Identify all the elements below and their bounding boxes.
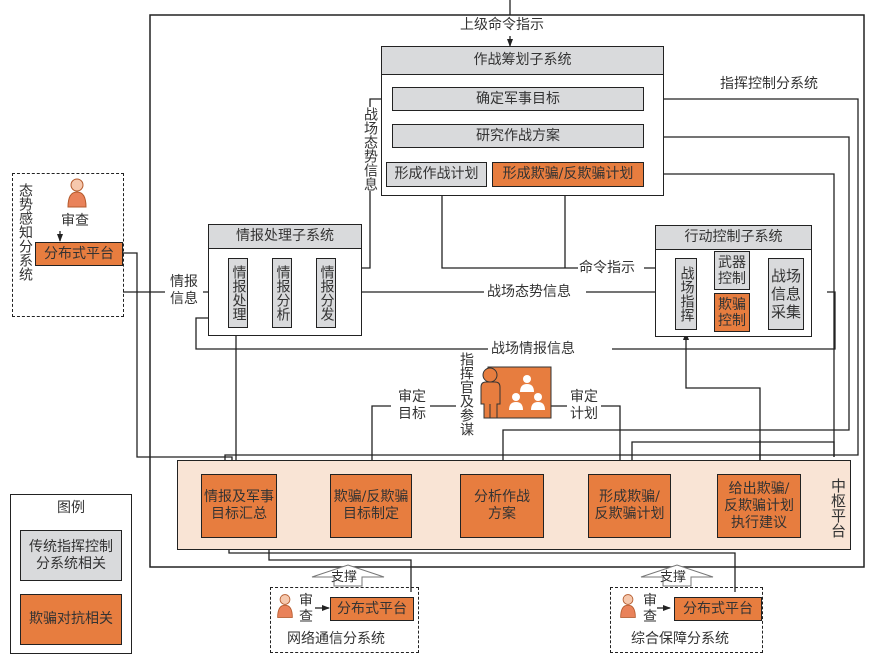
intel-info-label: 情报信息	[167, 274, 201, 308]
legend-item-line: 传统指挥控制	[29, 538, 113, 555]
situational-platform[interactable]: 分布式平台	[35, 242, 123, 266]
reviewer-person-icon	[66, 178, 88, 212]
support-arrow-1	[311, 564, 385, 587]
intel-analysis[interactable]: 情报分析	[272, 258, 292, 328]
top-input-label: 上级命令指示	[460, 17, 544, 34]
network-review-label: 审查	[299, 593, 313, 625]
battlefield-info-collection[interactable]: 战场信息采集	[768, 258, 804, 330]
commander-staff-icon	[478, 366, 552, 424]
legend-item-deception: 欺骗对抗相关	[20, 594, 122, 645]
hub-step-line: 目标汇总	[211, 506, 267, 522]
command-control-title: 指挥控制分系统	[720, 76, 818, 93]
support-label-1: 支撑	[331, 570, 358, 585]
weapon-control[interactable]: 武器控制	[714, 251, 750, 290]
hub-step-line: 反欺骗计划	[594, 506, 665, 522]
intel-distribution[interactable]: 情报分发	[316, 258, 336, 328]
logistics-platform[interactable]: 分布式平台	[674, 597, 762, 621]
hub-step-analyze-plan[interactable]: 分析作战方案	[460, 474, 544, 538]
planning-subsystem-title: 作战筹划子系统	[381, 46, 664, 75]
intel-subsystem-title: 情报处理子系统	[208, 224, 362, 249]
step-determine-target[interactable]: 确定军事目标	[392, 87, 644, 111]
logistics-subsystem	[610, 587, 763, 653]
battlefield-command[interactable]: 战场指挥	[675, 258, 697, 330]
network-subsystem	[270, 587, 419, 653]
intel-processing[interactable]: 情报处理	[228, 258, 248, 328]
commander-label: 指挥官及参谋	[458, 352, 474, 436]
command-label: 命令指示	[579, 260, 635, 277]
hub-step-line: 方案	[488, 506, 516, 522]
legend-item-traditional: 传统指挥控制分系统相关	[20, 530, 122, 581]
logistics-reviewer-icon	[619, 592, 637, 624]
support-label-2: 支撑	[660, 570, 687, 585]
hub-step-line: 执行建议	[731, 514, 787, 531]
hub-step-line: 分析作战	[474, 489, 530, 505]
battlefield-situation-vertical-label: 战场态势信息	[361, 107, 378, 191]
logistics-title: 综合保障分系统	[631, 631, 729, 647]
hub-step-line: 反欺骗计划	[724, 497, 794, 514]
review-label-situational: 审查	[61, 213, 89, 229]
legend-title: 图例	[57, 500, 85, 516]
hub-step-form-deception-plan[interactable]: 形成欺骗/反欺骗计划	[588, 474, 671, 538]
hub-step-deception-target[interactable]: 欺骗/反欺骗目标制定	[330, 474, 412, 538]
approve-target-label: 审定目标	[395, 389, 429, 423]
hub-step-intel-summary[interactable]: 情报及军事目标汇总	[201, 474, 277, 538]
step-study-plan[interactable]: 研究作战方案	[392, 124, 644, 148]
approve-plan-label: 审定计划	[567, 389, 601, 423]
network-platform[interactable]: 分布式平台	[330, 597, 414, 621]
network-title: 网络通信分系统	[287, 631, 385, 647]
hub-step-execution-advice[interactable]: 给出欺骗/反欺骗计划执行建议	[717, 474, 801, 538]
hub-step-line: 情报及军事	[204, 489, 274, 505]
network-reviewer-icon	[276, 592, 294, 624]
deception-control[interactable]: 欺骗控制	[714, 293, 750, 332]
step-form-deception-plan[interactable]: 形成欺骗/反欺骗计划	[492, 162, 644, 187]
step-form-operation-plan[interactable]: 形成作战计划	[386, 162, 487, 187]
support-arrow-2	[640, 564, 714, 587]
hub-title: 中枢平台	[829, 478, 847, 538]
battlefield-situation-label: 战场态势信息	[487, 284, 571, 301]
hub-step-line: 目标制定	[343, 506, 399, 522]
hub-step-line: 欺骗/反欺骗	[333, 489, 409, 505]
logistics-review-label: 审查	[643, 593, 657, 625]
battlefield-intel-label: 战场情报信息	[491, 341, 575, 358]
situational-awareness-title: 态势感知分系统	[17, 183, 33, 281]
action-subsystem-title: 行动控制子系统	[655, 225, 812, 250]
hub-step-line: 给出欺骗/	[728, 480, 790, 497]
situational-awareness-subsystem	[12, 173, 124, 317]
legend-item-line: 分系统相关	[36, 555, 106, 572]
hub-step-line: 形成欺骗/	[599, 489, 660, 505]
command-control-boundary	[149, 14, 865, 568]
